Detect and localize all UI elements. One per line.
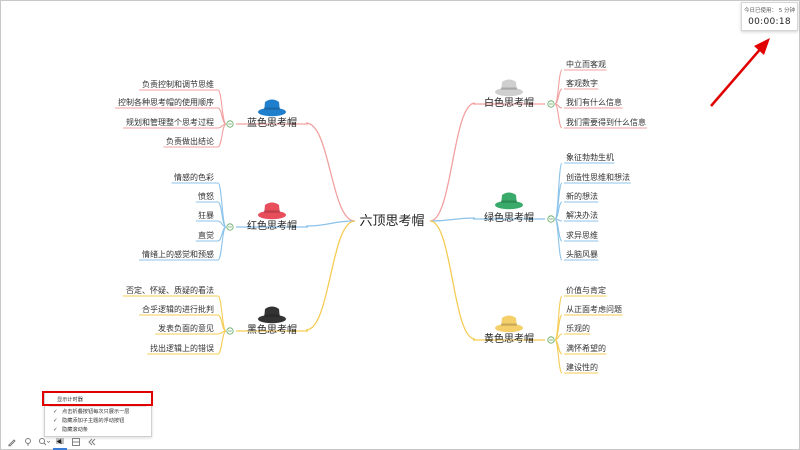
- collapse-button-yellow[interactable]: [547, 336, 555, 344]
- menu-item-hide-scrollbar[interactable]: ✓ 隐藏滚动条: [45, 426, 151, 435]
- highlight-box: [42, 391, 153, 406]
- mindmap-links: [114, 69, 647, 374]
- black-item[interactable]: 发表负面的意见: [158, 323, 214, 333]
- green-hat-icon: [495, 192, 523, 210]
- branch-title-yellow[interactable]: 黄色思考帽: [484, 332, 534, 345]
- usage-timer[interactable]: 今日已使用： 5 分钟 00:00:18: [741, 2, 798, 31]
- menu-item-collapse-one-level[interactable]: ✓ 点击折叠按钮每次只展示一层: [45, 408, 151, 417]
- red-item[interactable]: 直觉: [198, 230, 214, 240]
- red-item[interactable]: 情绪上的感觉和预感: [142, 249, 214, 259]
- collapse-button-white[interactable]: [547, 100, 555, 108]
- link-red: [305, 220, 356, 227]
- check-icon: ✓: [53, 409, 58, 415]
- link-black: [305, 220, 356, 331]
- pin-icon[interactable]: [20, 434, 36, 450]
- menu-item-label: 点击折叠按钮每次只展示一层: [62, 409, 130, 415]
- menu-divider: [49, 406, 147, 407]
- blue-hat-icon: [258, 99, 286, 117]
- branch-title-white[interactable]: 白色思考帽: [484, 96, 534, 109]
- black-hat-icon: [258, 306, 286, 324]
- mindmap-nodes: 蓝色思考帽 负责控制和调节思维控制各种思考帽的使用顺序规划和管理整个思考过程负责做…: [118, 59, 646, 372]
- blue-item[interactable]: 控制各种思考帽的使用顺序: [118, 97, 214, 107]
- collapse-button-red[interactable]: [226, 223, 234, 231]
- collapse-button-green[interactable]: [547, 215, 555, 223]
- green-item[interactable]: 求异思维: [566, 230, 598, 240]
- yellow-item[interactable]: 满怀希望的: [566, 343, 606, 353]
- green-item[interactable]: 创造性思维和想法: [566, 172, 630, 182]
- black-item[interactable]: 找出逻辑上的错误: [150, 343, 214, 353]
- branch-title-black[interactable]: 黑色思考帽: [247, 323, 297, 336]
- menu-item-label: 显示计时器: [57, 397, 83, 403]
- red-item[interactable]: 愤怒: [198, 191, 214, 201]
- red-item[interactable]: 狂暴: [198, 210, 214, 220]
- zoom-icon[interactable]: [36, 434, 52, 450]
- yellow-item[interactable]: 从正面考虑问题: [566, 304, 622, 314]
- yellow-item[interactable]: 价值与肯定: [566, 285, 606, 295]
- white-item[interactable]: 我们有什么信息: [566, 97, 622, 107]
- check-icon: ✓: [53, 427, 58, 433]
- green-item[interactable]: 象征勃勃生机: [566, 152, 614, 162]
- collapse-button-black[interactable]: [226, 327, 234, 335]
- yellow-item[interactable]: 乐观的: [566, 323, 590, 333]
- yellow-hat-icon: [495, 315, 523, 333]
- central-topic[interactable]: 六顶思考帽: [359, 213, 424, 229]
- annotation-arrow: [710, 38, 770, 107]
- branch-title-blue[interactable]: 蓝色思考帽: [247, 116, 297, 129]
- settings-icon[interactable]: [53, 434, 67, 450]
- white-hat-icon: [495, 79, 523, 97]
- menu-item-label: 隐藏滚动条: [62, 427, 88, 433]
- fit-icon[interactable]: [68, 434, 84, 450]
- pen-icon[interactable]: [4, 434, 20, 450]
- green-item[interactable]: 解决办法: [566, 210, 598, 220]
- link-blue: [305, 122, 356, 222]
- black-item[interactable]: 否定、怀疑、质疑的看法: [126, 285, 214, 295]
- timer-label: 今日已使用： 5 分钟: [744, 8, 795, 14]
- red-hat-icon: [258, 202, 286, 220]
- menu-item-label: 隐藏添加子主题的浮动按钮: [62, 418, 125, 424]
- check-icon: ✓: [53, 418, 58, 424]
- green-item[interactable]: 新的想法: [566, 191, 598, 201]
- link-yellow: [429, 220, 476, 340]
- green-item[interactable]: 头脑风暴: [566, 249, 598, 259]
- white-item[interactable]: 中立而客观: [566, 59, 606, 69]
- blue-item[interactable]: 负责做出结论: [166, 136, 214, 146]
- white-item[interactable]: 我们需要得到什么信息: [566, 117, 646, 127]
- blue-item[interactable]: 负责控制和调节思维: [142, 79, 214, 89]
- link-green: [429, 217, 476, 222]
- blue-item[interactable]: 规划和管理整个思考过程: [126, 117, 214, 127]
- menu-item-hide-float-button[interactable]: ✓ 隐藏添加子主题的浮动按钮: [45, 417, 151, 426]
- yellow-item[interactable]: 建设性的: [566, 362, 598, 372]
- menu-item-show-timer[interactable]: 显示计时器: [45, 396, 151, 405]
- bottom-toolbar: [0, 434, 110, 450]
- white-item[interactable]: 客观数字: [566, 78, 598, 88]
- black-item[interactable]: 合乎逻辑的进行批判: [142, 304, 214, 314]
- link-white: [429, 102, 476, 222]
- branch-title-green[interactable]: 绿色思考帽: [484, 211, 534, 224]
- branch-title-red[interactable]: 红色思考帽: [247, 219, 297, 232]
- timer-value: 00:00:18: [748, 17, 791, 27]
- collapse-icon[interactable]: [84, 434, 100, 450]
- red-item[interactable]: 情感的色彩: [174, 172, 214, 182]
- collapse-button-blue[interactable]: [226, 120, 234, 128]
